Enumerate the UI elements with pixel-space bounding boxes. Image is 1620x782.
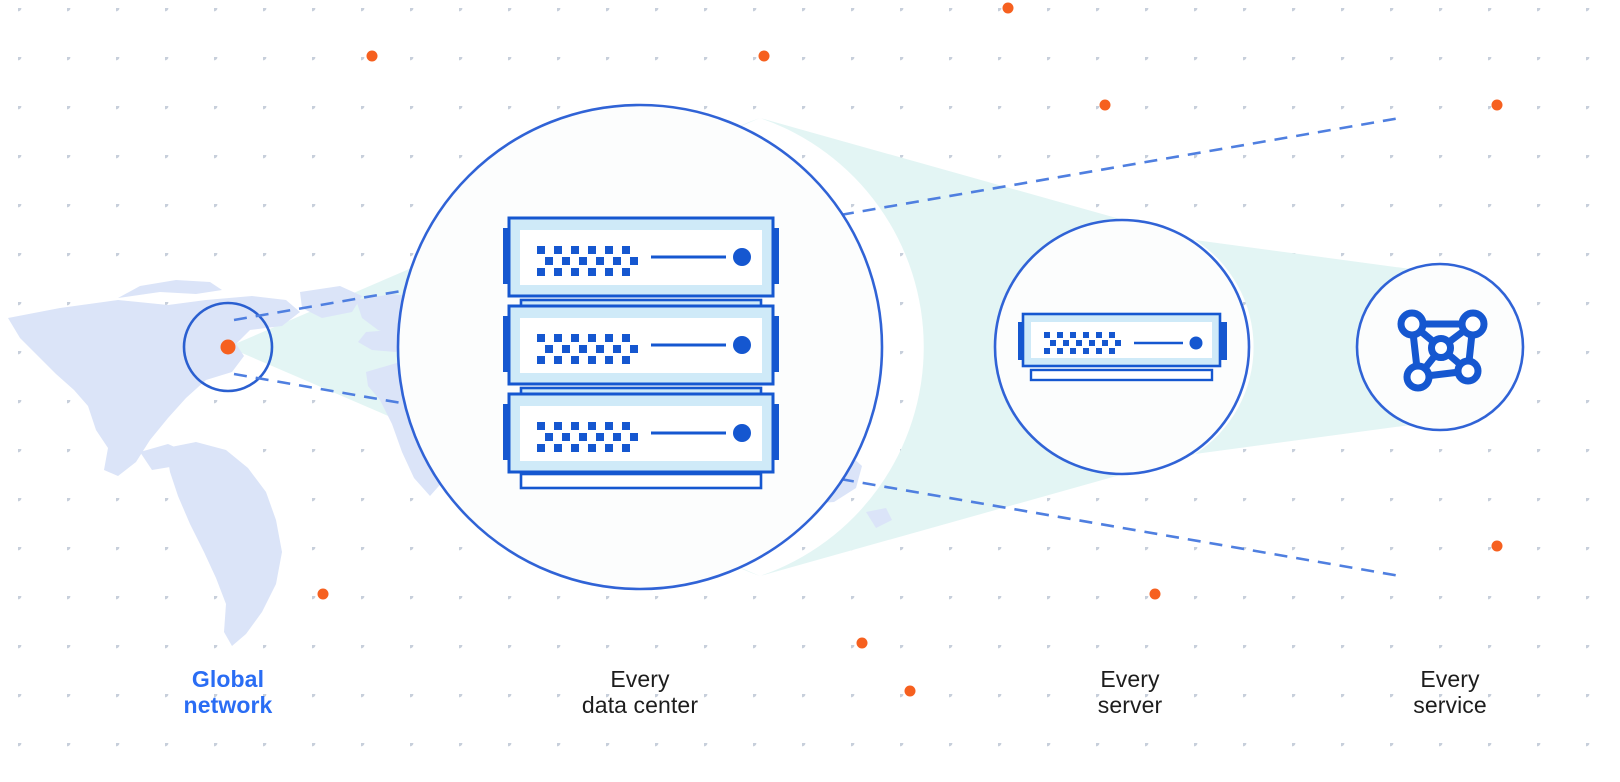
label-global-network: Global network xyxy=(183,666,273,718)
network-graph-nodes xyxy=(1397,309,1488,392)
label-every-data-center: Every data center xyxy=(581,666,699,718)
rack-unit-1 xyxy=(503,216,779,298)
map-location-marker-icon xyxy=(220,339,236,355)
single-server-icon xyxy=(1018,312,1227,382)
rack-unit-3 xyxy=(503,392,779,474)
server-rack-icon xyxy=(503,216,779,490)
rack-unit-2 xyxy=(503,304,779,386)
label-every-service: Every service xyxy=(1413,666,1487,718)
server-base-bar xyxy=(1029,368,1214,382)
map-region-circle xyxy=(182,301,274,393)
rack-base-bar xyxy=(519,472,763,490)
highlight-dots xyxy=(317,2,1503,697)
label-every-server: Every server xyxy=(1097,666,1163,718)
